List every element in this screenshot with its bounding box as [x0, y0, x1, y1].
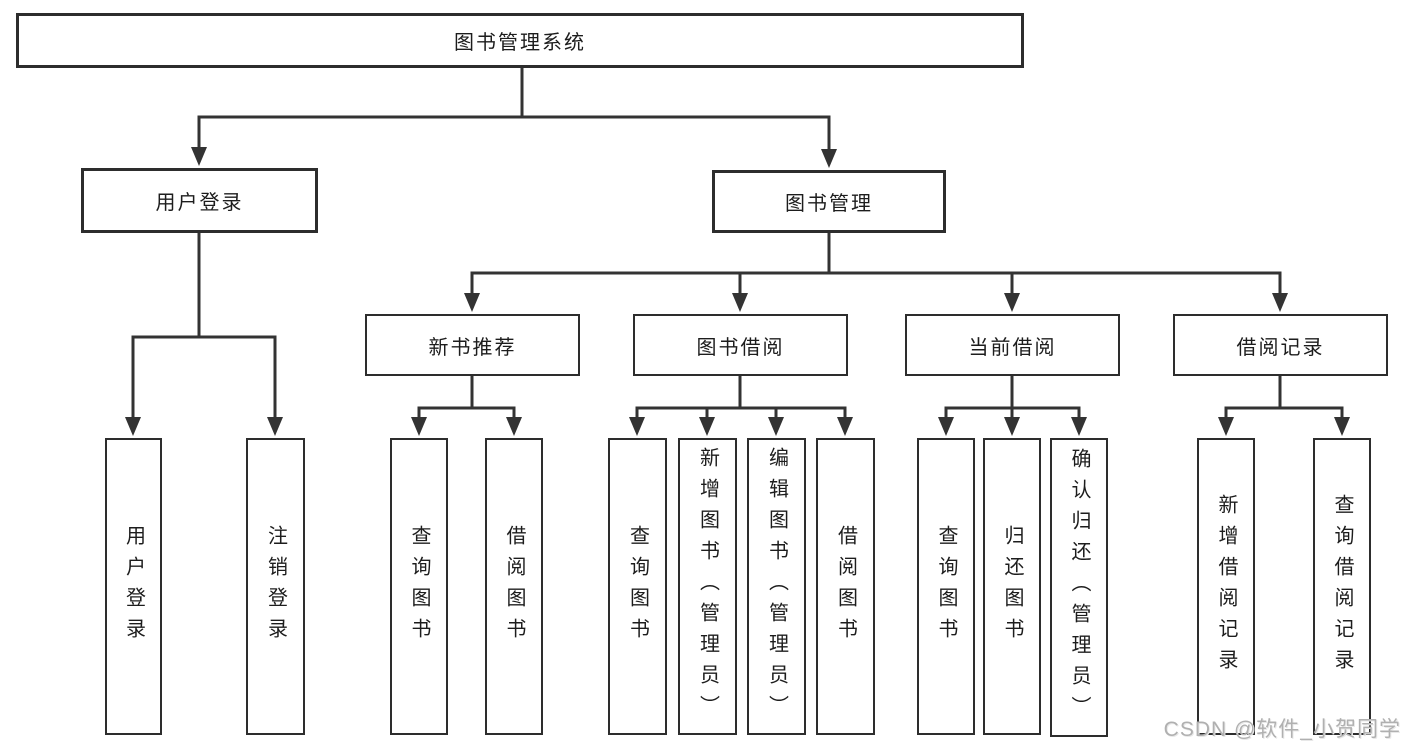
arrowhead-down-icon [699, 417, 715, 436]
node-label: 新书推荐 [428, 336, 517, 359]
node-label: 借阅图书 [834, 524, 857, 649]
node-edit-books-admin: 编辑图书（管理员） [747, 438, 806, 735]
arrowhead-down-icon [1004, 417, 1020, 436]
node-label: 借阅图书 [503, 524, 525, 649]
node-add-books-admin: 新增图书（管理员） [678, 438, 737, 735]
node-query-books-borrowing: 查询图书 [608, 438, 667, 735]
arrowhead-down-icon [1004, 293, 1020, 312]
node-label: 编辑图书（管理员） [765, 447, 788, 726]
node-user-login: 用户登录 [105, 438, 162, 735]
arrowhead-down-icon [821, 149, 837, 168]
node-label: 当前借阅 [968, 336, 1057, 359]
node-query-books-current: 查询图书 [917, 438, 975, 735]
node-query-books-recommend: 查询图书 [390, 438, 448, 735]
node-new-book-recommend: 新书推荐 [365, 314, 580, 376]
node-label: 查询图书 [408, 524, 430, 649]
node-borrow-books: 借阅图书 [816, 438, 875, 735]
arrowhead-down-icon [411, 417, 427, 436]
node-borrowing-records: 借阅记录 [1173, 314, 1388, 376]
arrowhead-down-icon [768, 417, 784, 436]
node-label: 查询图书 [626, 524, 649, 649]
node-label: 新增图书（管理员） [696, 447, 719, 726]
arrowhead-down-icon [938, 417, 954, 436]
node-return-books: 归还图书 [983, 438, 1041, 735]
node-label: 注销登录 [264, 524, 287, 649]
csdn-watermark: CSDN @软件_小贺同学 [1163, 718, 1401, 741]
node-current-borrowing: 当前借阅 [905, 314, 1120, 376]
node-label: 用户登录 [155, 192, 244, 214]
node-user-login-branch: 用户登录 [81, 168, 318, 233]
arrowhead-down-icon [464, 293, 480, 312]
arrowhead-down-icon [1334, 417, 1350, 436]
node-book-mgmt-branch: 图书管理 [712, 170, 946, 233]
arrowhead-down-icon [267, 417, 283, 436]
tree-branch-lines [131, 68, 1344, 424]
arrowhead-down-icon [506, 417, 522, 436]
node-label: 用户登录 [122, 524, 145, 649]
node-query-borrow-record: 查询借阅记录 [1313, 438, 1371, 735]
node-label: 借阅记录 [1236, 336, 1325, 359]
node-logout: 注销登录 [246, 438, 305, 735]
arrowhead-down-icon [837, 417, 853, 436]
node-label: 图书管理 [785, 193, 873, 215]
arrowhead-down-icon [732, 293, 748, 312]
node-label: 查询图书 [935, 524, 957, 649]
arrowhead-down-icon [191, 147, 207, 166]
node-book-borrowing: 图书借阅 [633, 314, 848, 376]
arrowhead-down-icon [629, 417, 645, 436]
node-root-system: 图书管理系统 [16, 13, 1024, 68]
arrowhead-down-icon [1071, 417, 1087, 436]
node-label: 新增借阅记录 [1215, 493, 1237, 680]
node-confirm-return-admin: 确认归还（管理员） [1050, 438, 1108, 737]
arrowhead-down-icon [125, 417, 141, 436]
node-borrow-books-recommend: 借阅图书 [485, 438, 543, 735]
node-add-borrow-record: 新增借阅记录 [1197, 438, 1255, 735]
node-label: 图书借阅 [696, 336, 785, 359]
node-label: 归还图书 [1001, 524, 1023, 649]
arrowhead-down-icon [1218, 417, 1234, 436]
node-label: 确认归还（管理员） [1068, 448, 1090, 727]
node-label: 图书管理系统 [454, 32, 586, 54]
arrowhead-down-icon [1272, 293, 1288, 312]
node-label: 查询借阅记录 [1331, 493, 1353, 680]
